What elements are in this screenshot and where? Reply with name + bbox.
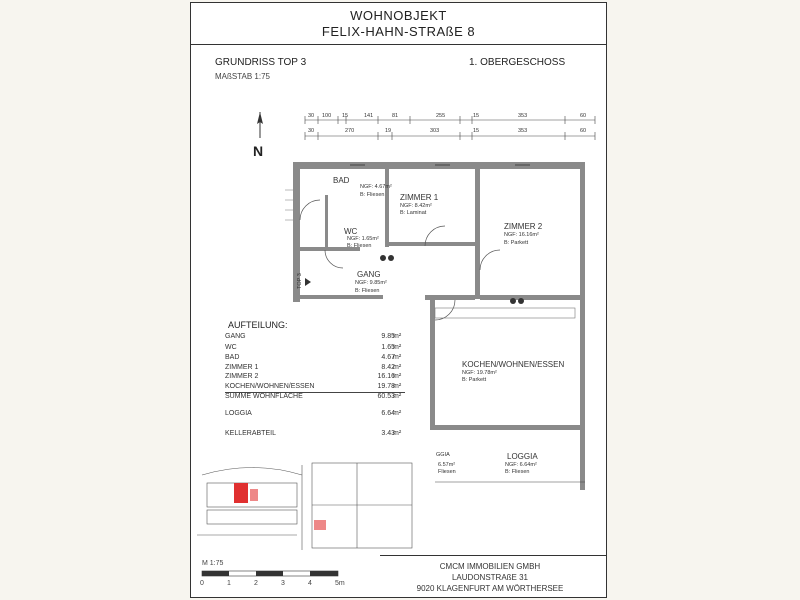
title-line-2: FELIX-HAHN-STRAßE 8 bbox=[321, 24, 476, 39]
top-dimension-lines bbox=[304, 116, 596, 140]
aufteilung-row-value: 8.42 bbox=[381, 364, 395, 371]
room-kochen-area: NGF: 19.78m² bbox=[462, 370, 497, 376]
aufteilung-row-unit: m² bbox=[393, 410, 402, 417]
aufteilung-row-value: 16.16 bbox=[377, 373, 395, 380]
aufteilung-row-value: 9.85 bbox=[381, 333, 395, 340]
aufteilung-row-name: ZIMMER 1 bbox=[225, 364, 259, 371]
dim-top2-2: 19 bbox=[385, 128, 392, 134]
footer-city: 9020 KLAGENFURT AM WÖRTHERSEE bbox=[416, 584, 564, 593]
dim-top2-3: 303 bbox=[430, 128, 440, 134]
footer-street: LAUDONSTRAßE 31 bbox=[451, 573, 529, 582]
aufteilung-row-unit: m² bbox=[393, 373, 402, 380]
scale-tick-label: 3 bbox=[281, 580, 285, 587]
room-bad-floor: B: Fliesen bbox=[360, 192, 385, 198]
room-gang-floor: B: Fliesen bbox=[355, 288, 380, 294]
scale-bar-label: M 1:75 bbox=[202, 560, 224, 567]
aufteilung-row-unit: m² bbox=[393, 430, 402, 437]
aufteilung-row-name: GANG bbox=[225, 333, 246, 340]
aufteilung-row-value: 4.67 bbox=[381, 354, 395, 361]
room-zimmer2-floor: B: Parkett bbox=[504, 240, 529, 246]
footer-divider bbox=[380, 555, 606, 556]
aufteilung-row-unit: m² bbox=[393, 393, 402, 400]
aufteilung-row-value: 6.64 bbox=[381, 410, 395, 417]
floor-label: 1. OBERGESCHOSS bbox=[469, 57, 566, 68]
aufteilung-title: AUFTEILUNG: bbox=[228, 320, 288, 330]
room-wc-area: NGF: 1.65m² bbox=[347, 236, 379, 242]
room-gang-name: GANG bbox=[357, 270, 381, 279]
room-loggia-left-name: GGIA bbox=[436, 452, 450, 458]
aufteilung-row-name: KOCHEN/WOHNEN/ESSEN bbox=[225, 383, 315, 390]
aufteilung-row-unit: m² bbox=[393, 383, 402, 390]
site-plan-thumbnail bbox=[192, 455, 422, 555]
scale-tick-label: 1 bbox=[227, 580, 231, 587]
title-divider bbox=[191, 44, 606, 45]
room-loggia-name: LOGGIA bbox=[507, 452, 538, 461]
aufteilung-row-name: SUMME WOHNFLÄCHE bbox=[225, 393, 303, 400]
scale-tick-label: 2 bbox=[254, 580, 258, 587]
aufteilung-row-value: 60.53 bbox=[377, 393, 395, 400]
room-kochen-name: KOCHEN/WOHNEN/ESSEN bbox=[462, 360, 565, 369]
dim-top2-5: 353 bbox=[518, 128, 528, 134]
aufteilung-row-unit: m² bbox=[393, 364, 402, 371]
room-wc-floor: B: Fliesen bbox=[347, 243, 372, 249]
room-wc-name: WC bbox=[344, 227, 358, 236]
top-label: TOP 3 bbox=[296, 273, 303, 289]
aufteilung-sum-divider bbox=[225, 392, 405, 393]
aufteilung-row-name: KELLERABTEIL bbox=[225, 430, 276, 437]
dim-top2-0: 30 bbox=[308, 128, 315, 134]
title-line-1: WOHNOBJEKT bbox=[350, 8, 447, 23]
dim-top1-2: 15 bbox=[342, 113, 349, 119]
scale-tick-label: 5m bbox=[335, 580, 345, 587]
aufteilung-row-unit: m² bbox=[393, 333, 402, 340]
room-zimmer1-floor: B: Laminat bbox=[400, 210, 427, 216]
room-kochen-floor: B: Parkett bbox=[462, 377, 487, 383]
room-zimmer2-area: NGF: 16.16m² bbox=[504, 232, 539, 238]
room-loggia-left-floor: Fliesen bbox=[438, 469, 456, 475]
plan-name: GRUNDRISS TOP 3 bbox=[215, 57, 307, 68]
scale-tick-label: 0 bbox=[200, 580, 204, 587]
room-loggia-floor: B: Fliesen bbox=[505, 469, 530, 475]
dim-top1-6: 15 bbox=[473, 113, 480, 119]
dim-top2-6: 60 bbox=[580, 128, 587, 134]
north-arrow-icon bbox=[257, 112, 263, 138]
footer-company: CMCM IMMOBILIEN GMBH bbox=[439, 562, 541, 571]
scale-tick-label: 4 bbox=[308, 580, 312, 587]
aufteilung-row-value: 19.78 bbox=[377, 383, 395, 390]
dim-top1-1: 100 bbox=[322, 113, 332, 119]
room-loggia-area: NGF: 6.64m² bbox=[505, 462, 537, 468]
plan-scale: MAßSTAB 1:75 bbox=[215, 72, 270, 81]
dim-top1-7: 353 bbox=[518, 113, 528, 119]
aufteilung-row-name: BAD bbox=[225, 354, 240, 361]
room-bad-name: BAD bbox=[333, 176, 350, 185]
dim-top1-3: 141 bbox=[364, 113, 374, 119]
dim-top1-8: 60 bbox=[580, 113, 587, 119]
dim-top1-0: 30 bbox=[308, 113, 315, 119]
room-bad-area: NGF: 4.67m² bbox=[360, 184, 392, 190]
dim-top1-4: 81 bbox=[392, 113, 399, 119]
north-label: N bbox=[253, 143, 264, 159]
aufteilung-row-name: WC bbox=[225, 344, 237, 351]
aufteilung-row-unit: m² bbox=[393, 344, 402, 351]
dim-top2-1: 270 bbox=[345, 128, 355, 134]
scale-bar bbox=[201, 570, 339, 577]
room-loggia-left-area: 6.57m² bbox=[438, 462, 456, 468]
aufteilung-row-name: ZIMMER 2 bbox=[225, 373, 259, 380]
dim-top2-4: 15 bbox=[473, 128, 480, 134]
dim-top1-5: 255 bbox=[436, 113, 446, 119]
aufteilung-row-name: LOGGIA bbox=[225, 410, 252, 417]
room-gang-area: NGF: 9.85m² bbox=[355, 280, 387, 286]
aufteilung-row-value: 1.65 bbox=[381, 344, 395, 351]
room-zimmer1-area: NGF: 8.42m² bbox=[400, 203, 432, 209]
aufteilung-row-value: 3.43 bbox=[381, 430, 395, 437]
aufteilung-row-unit: m² bbox=[393, 354, 402, 361]
room-zimmer2-name: ZIMMER 2 bbox=[504, 222, 543, 231]
room-zimmer1-name: ZIMMER 1 bbox=[400, 193, 439, 202]
floor-plan-drawing bbox=[285, 162, 585, 490]
